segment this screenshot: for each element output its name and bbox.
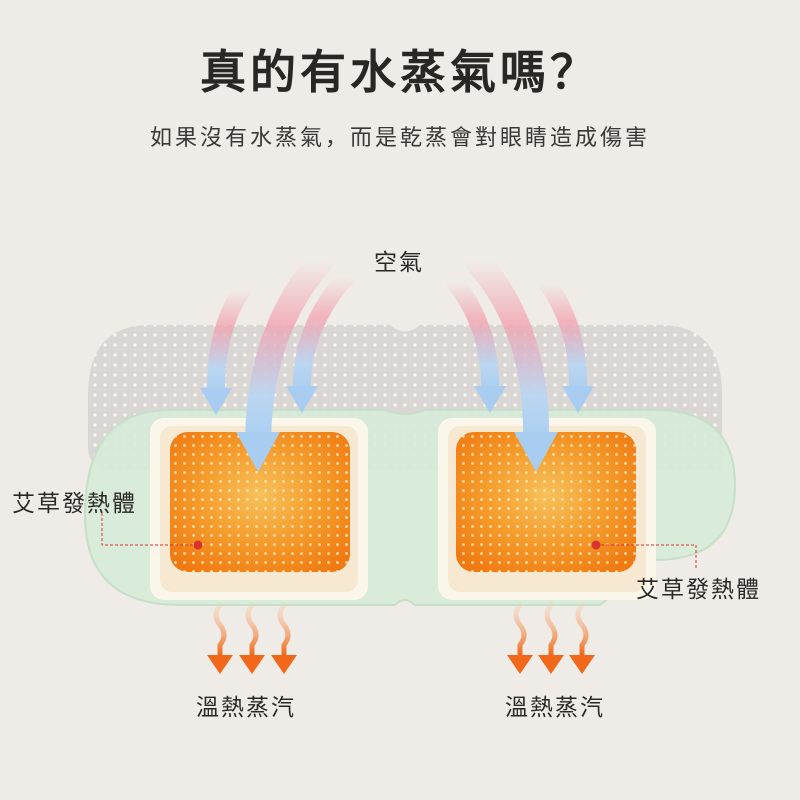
page-subtitle: 如果沒有水蒸氣，而是乾蒸會對眼睛造成傷害 — [149, 126, 650, 151]
heater-label-right: 艾草發熱體 — [636, 577, 761, 603]
air-label: 空氣 — [374, 250, 424, 276]
air-arrows-right — [446, 249, 594, 472]
page-title: 真的有水蒸氣嗎？ — [200, 45, 600, 99]
leader-line-right — [591, 540, 697, 570]
heater-pad-right — [438, 418, 656, 600]
air-arrows-left — [200, 249, 354, 472]
steam-label-right: 溫熱蒸汽 — [505, 695, 605, 721]
steam-arrows-right — [507, 602, 595, 674]
leader-line-left — [101, 512, 203, 550]
steam-arrows-left — [207, 602, 297, 674]
heater-pad-left — [150, 418, 368, 600]
steam-label-left: 溫熱蒸汽 — [196, 695, 296, 721]
heater-label-left: 艾草發熱體 — [12, 491, 137, 517]
